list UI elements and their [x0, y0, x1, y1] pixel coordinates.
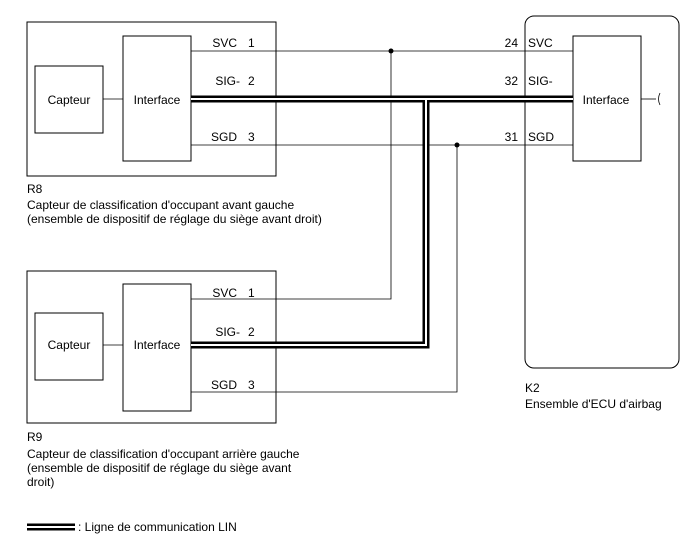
r8-pin-svc-num: 1	[248, 36, 255, 50]
k2-component: Interface 24 SVC 32 SIG- 31 SGD K2 Ensem…	[505, 15, 680, 411]
k2-housing	[524, 15, 680, 369]
k2-continuation-mark	[658, 92, 661, 106]
k2-pin-svc-name: SVC	[528, 36, 553, 50]
svc-wire-r9-branch	[191, 51, 392, 300]
k2-name: Ensemble d'ECU d'airbag	[525, 397, 662, 411]
r8-pin-svc-name: SVC	[212, 36, 237, 50]
r8-name: Capteur de classification d'occupant ava…	[27, 198, 294, 212]
r8-pin-sgd-name: SGD	[211, 130, 237, 144]
r9-component: Capteur Interface SVC 1 SIG- 2 SGD 3 R9 …	[26, 270, 300, 489]
r8-interface-label: Interface	[134, 93, 181, 107]
r8-pin-sig-num: 2	[248, 74, 255, 88]
k2-pin-svc-num: 24	[505, 36, 519, 50]
r8-component: Capteur Interface SVC 1 SIG- 2 SGD 3 R8 …	[26, 21, 322, 226]
r8-subname: (ensemble de dispositif de réglage du si…	[27, 212, 322, 226]
r8-sensor-block	[34, 65, 104, 134]
legend: : Ligne de communication LIN	[27, 520, 237, 534]
r9-pin-sig-num: 2	[248, 325, 255, 339]
k2-interface-label: Interface	[583, 93, 630, 107]
r8-pin-sgd-num: 3	[248, 130, 255, 144]
legend-text: : Ligne de communication LIN	[78, 520, 237, 534]
r9-pin-svc-name: SVC	[212, 286, 237, 300]
k2-pin-sig-name: SIG-	[528, 74, 553, 88]
lin-wire-r9-branch-inner	[191, 99, 427, 346]
r9-name: Capteur de classification d'occupant arr…	[27, 447, 300, 461]
r9-pin-sgd-num: 3	[248, 378, 255, 392]
r9-pin-svc-num: 1	[248, 286, 255, 300]
r9-interface-label: Interface	[134, 338, 181, 352]
r9-sensor-label: Capteur	[48, 338, 91, 352]
sgd-wire-r9-branch	[191, 145, 458, 393]
r9-pin-sgd-name: SGD	[211, 378, 237, 392]
sgd-junction-dot	[454, 142, 460, 148]
r9-id: R9	[27, 430, 43, 444]
r9-subname-line1: (ensemble de dispositif de réglage du si…	[27, 461, 292, 475]
thin-wires	[191, 48, 573, 393]
r8-sensor-label: Capteur	[48, 93, 91, 107]
r9-pin-sig-name: SIG-	[215, 325, 240, 339]
r9-subname-line2: droit)	[27, 475, 54, 489]
k2-pin-sig-num: 32	[505, 74, 519, 88]
k2-pin-sgd-name: SGD	[528, 130, 554, 144]
r9-sensor-block	[34, 312, 104, 381]
r8-pin-sig-name: SIG-	[215, 74, 240, 88]
r8-id: R8	[27, 182, 43, 196]
k2-pin-sgd-num: 31	[505, 130, 519, 144]
k2-id: K2	[525, 381, 540, 395]
lin-bus	[191, 95, 573, 349]
svc-junction-dot	[388, 48, 394, 54]
